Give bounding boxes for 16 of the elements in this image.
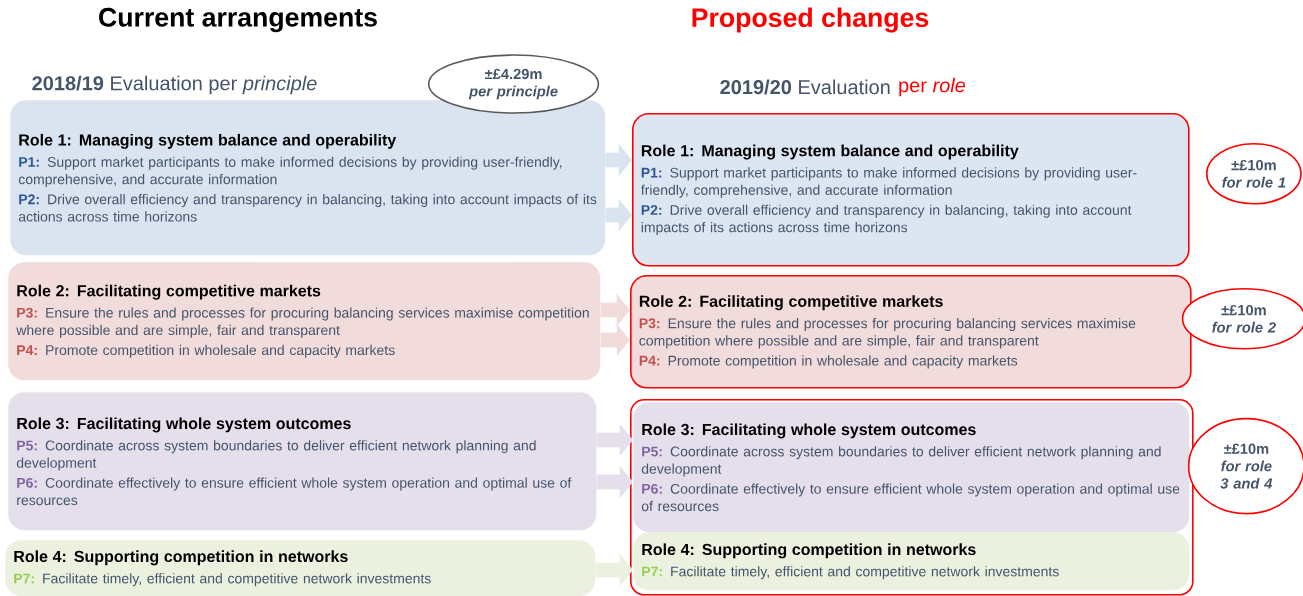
role-box: Role 3: Facilitating whole system outcomes P5: Coordinate across system boundaries to deliver efficient network planning and development P6: Coordinate effectively to ensure efficient whole system operation and optimal use of resources [633,402,1190,533]
section-heading: Proposed changes [692,7,929,33]
role-box: Role 1: Managing system balance and operability P1: Support market participants to make informed decisions by providing user-friendly, comprehensive, and accurate information P2: Drive overall efficiency and transparency in balancing, taking into account impacts of its actions across time horizons [10,100,606,256]
role-box: Role 4: Supporting competition in networks P7: Facilitate timely, efficient and competitive network investments [633,532,1190,591]
role-box: Role 4: Supporting competition in networks P7: Facilitate timely, efficient and competitive network investments [5,540,596,596]
node-label: for role 2 [1212,321,1276,333]
role-box: Role 2: Facilitating competitive markets P3: Ensure the rules and processes for procuring balancing services maximise competition where possible and are simple, fair and transparent P4: Promote competition in wholesale and capacity markets [630,275,1192,389]
node-label: for role 3 and 4 [1220,460,1273,489]
role-box: Role 2: Facilitating competitive markets P3: Ensure the rules and processes for procuring balancing services maximise competition where possible and are simple, fair and transparent P4: Promote competition in wholesale and capacity markets [8,262,601,381]
node-label: ±£10m [1221,304,1266,316]
section-heading: Current arrangements [99,7,377,33]
outline-frame [630,399,1194,596]
role-box: Role 1: Managing system balance and operability P1: Support market participants to make informed decisions by providing user-friendly, comprehensive, and accurate information P2: Drive overall efficiency and transparency in balancing, taking into account impacts of its actions across time horizons [632,113,1190,267]
node-label: ±£10m [1223,443,1269,454]
role-box: Role 3: Facilitating whole system outcomes P5: Coordinate across system boundaries to deliver efficient network planning and development P6: Coordinate effectively to ensure efficient whole system operation and optimal use of resources [8,392,597,531]
subheading: 2019/20 Evaluation [720,79,890,95]
